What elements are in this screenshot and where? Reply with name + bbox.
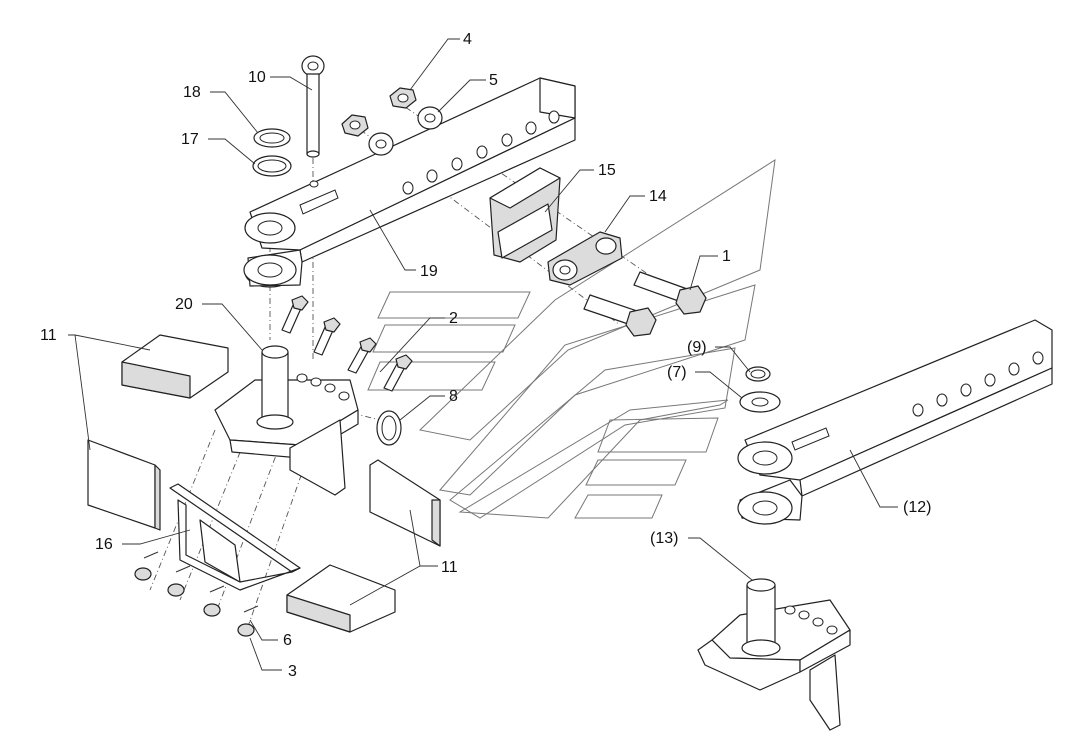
callout-10: 10 — [248, 69, 266, 86]
callout-5: 5 — [489, 72, 498, 89]
drawbar-19 — [243, 77, 576, 288]
leader-lines — [68, 38, 898, 671]
hitch-base-13 — [697, 578, 851, 731]
machine-outline — [367, 158, 776, 519]
drawbar-12 — [737, 319, 1053, 525]
bolts-1 — [583, 271, 707, 337]
bracket-16 — [169, 483, 301, 591]
callout-1: 1 — [722, 248, 731, 265]
callout-14: 14 — [649, 188, 667, 205]
callout-11b: 11 — [441, 559, 458, 576]
callout-18: 18 — [183, 84, 201, 101]
callout-19: 19 — [420, 263, 438, 280]
callout-3: 3 — [288, 663, 297, 680]
callout-16: 16 — [95, 536, 113, 553]
callout-labels: 1 2 3 4 5 6 (7) 8 (9) 10 11 11 (12) (13)… — [40, 31, 931, 680]
snap-ring-8 — [376, 410, 402, 446]
pads-11 — [87, 334, 441, 633]
callout-15: 15 — [598, 162, 616, 179]
callout-20: 20 — [175, 296, 193, 313]
clamp-jaw-14 — [547, 231, 623, 286]
callout-4: 4 — [463, 31, 472, 48]
callout-13: (13) — [650, 530, 678, 547]
washer-ring-7-9 — [739, 366, 781, 413]
callout-11a: 11 — [40, 327, 57, 344]
callout-2: 2 — [449, 310, 458, 327]
bolts-2 — [281, 295, 413, 392]
callout-9: (9) — [687, 339, 707, 356]
callout-12: (12) — [903, 499, 931, 516]
rings-17-18 — [252, 128, 292, 177]
callout-8: 8 — [449, 388, 458, 405]
pins-clips-3-6 — [134, 551, 259, 637]
callout-7: (7) — [667, 364, 687, 381]
clamp-block-15 — [489, 167, 561, 263]
pin-10 — [301, 55, 325, 158]
hitch-base-20 — [214, 345, 359, 496]
callout-6: 6 — [283, 632, 292, 649]
nuts-washers-4-5 — [341, 87, 443, 156]
callout-17: 17 — [181, 131, 199, 148]
